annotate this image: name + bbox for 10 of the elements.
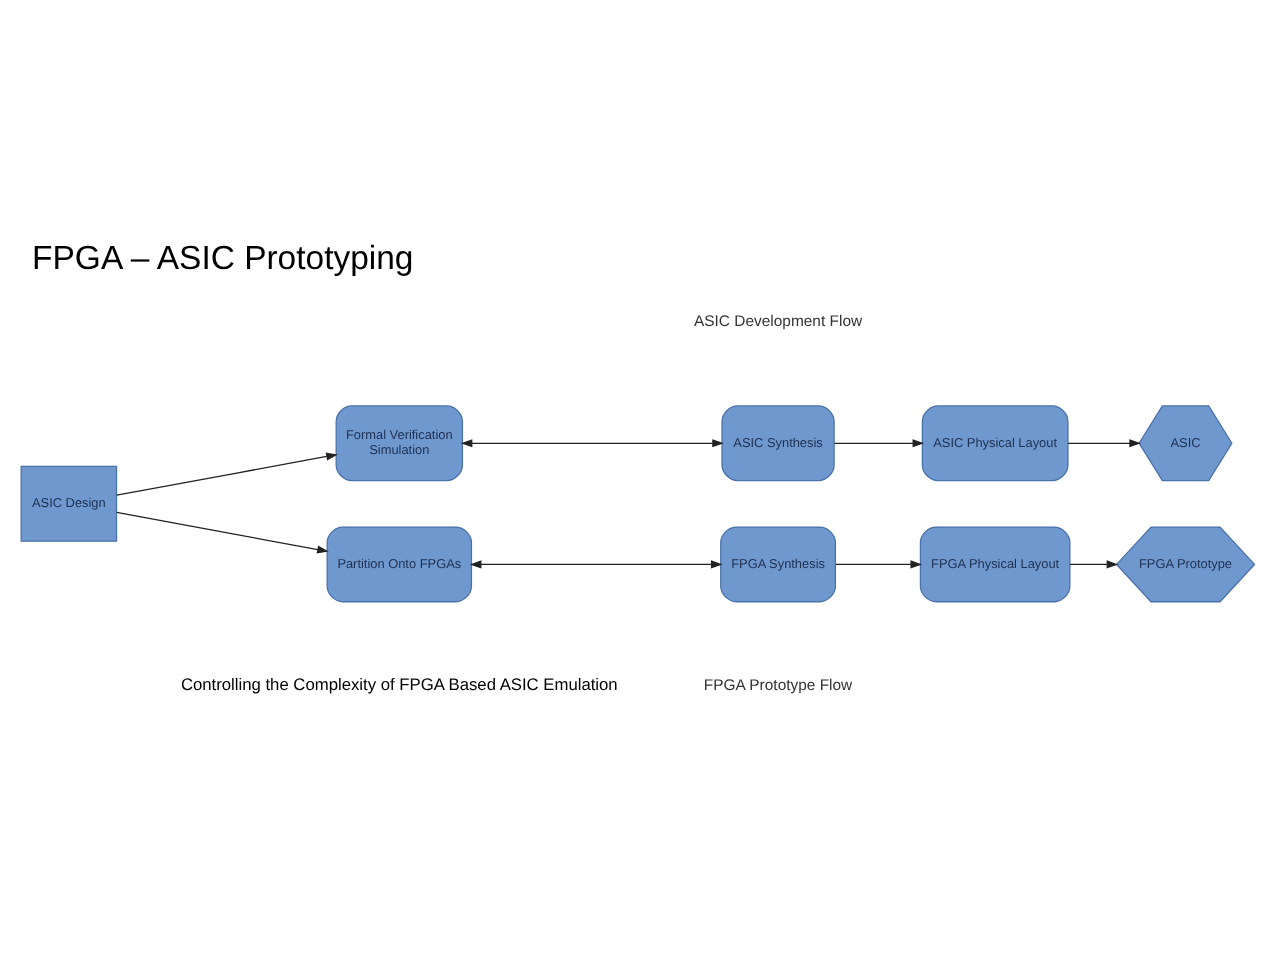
arrow — [469, 559, 723, 568]
arrow — [460, 438, 724, 447]
arrow — [1067, 438, 1141, 447]
arrow — [116, 451, 338, 495]
arrow — [833, 438, 925, 447]
arrow — [116, 510, 329, 553]
arrow — [1069, 559, 1119, 568]
diagram-title: FPGA – ASIC Prototyping — [32, 238, 414, 277]
caption: Controlling the Complexity of FPGA Based ASIC Emulation — [180, 672, 618, 693]
arrow — [835, 559, 923, 568]
